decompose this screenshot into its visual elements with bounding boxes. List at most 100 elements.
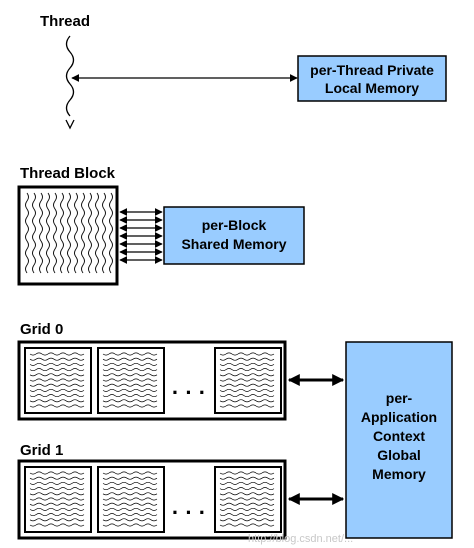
grid-1-thread-squiggle — [219, 476, 275, 480]
global-memory-line-4: Global — [377, 447, 421, 463]
grid-1-thread-squiggle — [219, 518, 275, 522]
grid-1-ellipsis: · · · — [172, 500, 206, 525]
grid-0-thread-squiggle — [102, 404, 158, 408]
grid-1-thread-squiggle — [219, 513, 275, 517]
thread-squiggle — [32, 192, 36, 274]
grid-0-thread-squiggle — [29, 388, 85, 392]
grid-1-thread-squiggle — [29, 497, 85, 501]
global-memory-line-3: Context — [373, 428, 425, 444]
grid-1-label: Grid 1 — [20, 442, 63, 459]
thread-squiggle — [60, 192, 64, 274]
grid-0-thread-squiggle — [29, 383, 85, 387]
grid-0-thread-squiggle — [29, 394, 85, 398]
grid-0-thread-squiggle — [29, 352, 85, 356]
grid-1-thread-squiggle — [219, 487, 275, 491]
grid-0-ellipsis: · · · — [172, 380, 206, 405]
thread-block-squiggles — [25, 192, 113, 274]
grid-1-thread-squiggle — [219, 502, 275, 506]
grid-1-thread-squiggle — [29, 476, 85, 480]
global-memory-line-1: per- — [386, 390, 413, 406]
grid-1-thread-squiggle — [29, 471, 85, 475]
thread-label: Thread — [40, 13, 90, 30]
grid-0-thread-squiggle — [219, 362, 275, 366]
grid-0-thread-squiggle — [102, 388, 158, 392]
grid-1-thread-squiggle — [29, 518, 85, 522]
grid-1-thread-squiggle — [219, 497, 275, 501]
grid-0-thread-squiggle — [29, 368, 85, 372]
grid-0-thread-squiggle — [219, 352, 275, 356]
thread-squiggle — [67, 192, 71, 274]
grid-1-thread-squiggle — [219, 492, 275, 496]
global-memory-line-5: Memory — [372, 466, 426, 482]
grid-1-thread-squiggle — [219, 471, 275, 475]
global-memory-line-2: Application — [361, 409, 437, 425]
grid-0-thread-squiggle — [102, 394, 158, 398]
grid-0-thread-squiggle — [219, 373, 275, 377]
grid-1-thread-squiggle — [102, 523, 158, 527]
grid-1-thread-squiggle — [102, 507, 158, 511]
global-memory-box — [345, 341, 453, 539]
grid-1-thread-squiggle — [29, 481, 85, 485]
thread-squiggle — [81, 192, 85, 274]
shared-memory-box — [163, 206, 305, 265]
grid-0-thread-squiggle — [102, 373, 158, 377]
thread-squiggle — [109, 192, 113, 274]
grid-1-thread-squiggle — [102, 518, 158, 522]
shared-memory-line-1: per-Block — [202, 217, 267, 233]
thread-squiggle — [88, 192, 92, 274]
grid-0-thread-squiggle — [102, 378, 158, 382]
grid-0-thread-squiggle — [102, 368, 158, 372]
grid-0-thread-squiggle — [102, 399, 158, 403]
grid-1-thread-squiggle — [102, 513, 158, 517]
local-memory-line-1: per-Thread Private — [310, 62, 434, 78]
grid-0-thread-squiggle — [219, 399, 275, 403]
shared-memory-line-2: Shared Memory — [181, 236, 286, 252]
local-memory-line-2: Local Memory — [325, 80, 419, 96]
grid-1-thread-squiggle — [102, 497, 158, 501]
grid-1-block-1 — [97, 466, 165, 533]
thread-squiggle — [25, 192, 29, 274]
grid-0-thread-squiggle — [219, 368, 275, 372]
thread-squiggle — [46, 192, 50, 274]
grid-0-thread-squiggle — [29, 362, 85, 366]
grid-0-blocks — [24, 347, 282, 414]
grid-0-thread-squiggle — [29, 357, 85, 361]
thread-squiggle-tip — [65, 119, 75, 130]
grid-0-thread-squiggle — [102, 362, 158, 366]
thread-squiggle — [53, 192, 57, 274]
grid-1-thread-squiggle — [29, 523, 85, 527]
grid-0-label: Grid 0 — [20, 321, 63, 338]
grid-1-thread-squiggle — [102, 502, 158, 506]
grid-1-thread-squiggle — [29, 513, 85, 517]
thread-squiggle — [102, 192, 106, 274]
grid-0-thread-squiggle — [29, 373, 85, 377]
thread-squiggle — [39, 192, 43, 274]
grid-1-thread-squiggle — [29, 507, 85, 511]
grid-1-thread-squiggle — [102, 492, 158, 496]
grid-1-thread-squiggle — [219, 523, 275, 527]
grid-0-thread-squiggle — [29, 404, 85, 408]
grid-1-thread-squiggle — [219, 507, 275, 511]
grid-0-thread-squiggle — [219, 404, 275, 408]
grid-0-thread-squiggle — [29, 399, 85, 403]
grid-0-thread-squiggle — [219, 388, 275, 392]
grid-0-thread-squiggle — [102, 383, 158, 387]
grid-1-thread-squiggle — [29, 487, 85, 491]
local-memory-box — [297, 55, 447, 102]
grid-0-thread-squiggle — [219, 378, 275, 382]
grid-0-thread-squiggle — [29, 378, 85, 382]
grid-1-thread-squiggle — [102, 476, 158, 480]
grid-1-thread-squiggle — [102, 487, 158, 491]
grid-1-thread-squiggle — [219, 481, 275, 485]
grid-1-blocks — [24, 466, 282, 533]
grid-0-thread-squiggle — [102, 352, 158, 356]
thread-squiggle — [74, 192, 78, 274]
block-memory-arrows — [119, 208, 163, 264]
watermark: http://blog.csdn.net/... — [248, 533, 353, 545]
grid-1-thread-squiggle — [29, 492, 85, 496]
grid-0-thread-squiggle — [219, 394, 275, 398]
grid-0-thread-squiggle — [219, 357, 275, 361]
grid-0-thread-squiggle — [102, 357, 158, 361]
grid-1-thread-squiggle — [29, 502, 85, 506]
